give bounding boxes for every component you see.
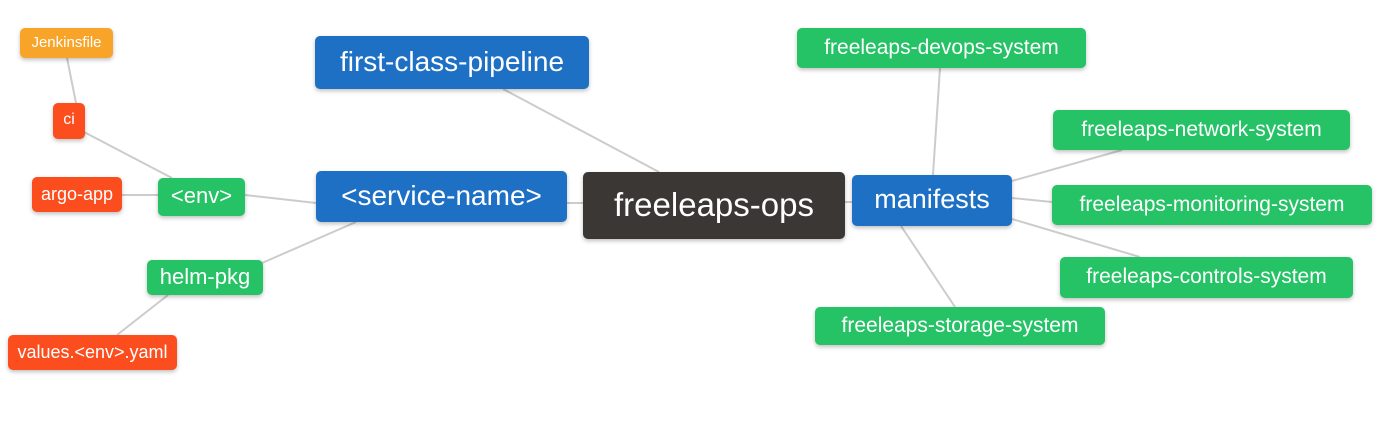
node-freeleaps-ops[interactable]: freeleaps-ops <box>583 172 845 239</box>
node-label: helm-pkg <box>159 263 251 289</box>
node-label: <env> <box>170 183 233 208</box>
node-freeleaps-monitoring-system[interactable]: freeleaps-monitoring-system <box>1052 185 1372 225</box>
edge-jenkinsfile-ci <box>66 57 77 104</box>
edge-values-env-yaml-helm-pkg <box>116 294 169 336</box>
node-service-name[interactable]: <service-name> <box>316 171 567 222</box>
node-manifests[interactable]: manifests <box>852 175 1012 226</box>
node-freeleaps-storage-system[interactable]: freeleaps-storage-system <box>815 307 1105 345</box>
edge-ci-env <box>83 131 173 179</box>
node-label: ci <box>63 111 75 128</box>
node-env[interactable]: <env> <box>158 178 245 216</box>
node-helm-pkg[interactable]: helm-pkg <box>147 260 263 295</box>
node-label: first-class-pipeline <box>339 45 565 77</box>
node-freeleaps-controls-system[interactable]: freeleaps-controls-system <box>1060 257 1353 298</box>
edge-manifests-freeleaps-storage-system <box>900 225 956 308</box>
edge-manifests-freeleaps-network-system <box>1011 149 1123 182</box>
node-label: freeleaps-devops-system <box>824 35 1059 59</box>
edge-manifests-freeleaps-controls-system <box>1011 218 1141 258</box>
edge-env-service-name <box>244 194 317 204</box>
node-freeleaps-network-system[interactable]: freeleaps-network-system <box>1053 110 1350 150</box>
node-jenkinsfile[interactable]: Jenkinsfile <box>20 28 113 58</box>
edge-first-class-pipeline-freeleaps-ops <box>502 88 660 173</box>
node-first-class-pipeline[interactable]: first-class-pipeline <box>315 36 589 89</box>
node-label: Jenkinsfile <box>31 33 102 51</box>
node-label: freeleaps-ops <box>614 186 814 223</box>
node-label: <service-name> <box>341 179 542 211</box>
node-label: freeleaps-monitoring-system <box>1079 192 1345 216</box>
node-ci[interactable]: ci <box>53 103 85 139</box>
edge-helm-pkg-service-name <box>261 221 357 264</box>
node-label: manifests <box>874 184 990 214</box>
node-label: freeleaps-storage-system <box>841 313 1079 337</box>
node-label: freeleaps-network-system <box>1081 117 1322 141</box>
node-label: argo-app <box>40 183 114 204</box>
node-freeleaps-devops-system[interactable]: freeleaps-devops-system <box>797 28 1086 68</box>
edge-manifests-freeleaps-devops-system <box>932 67 941 176</box>
node-values-env-yaml[interactable]: values.<env>.yaml <box>8 335 177 370</box>
node-argo-app[interactable]: argo-app <box>32 177 122 212</box>
edge-manifests-freeleaps-monitoring-system <box>1011 197 1053 203</box>
node-label: values.<env>.yaml <box>17 341 168 362</box>
node-label: freeleaps-controls-system <box>1086 265 1327 288</box>
